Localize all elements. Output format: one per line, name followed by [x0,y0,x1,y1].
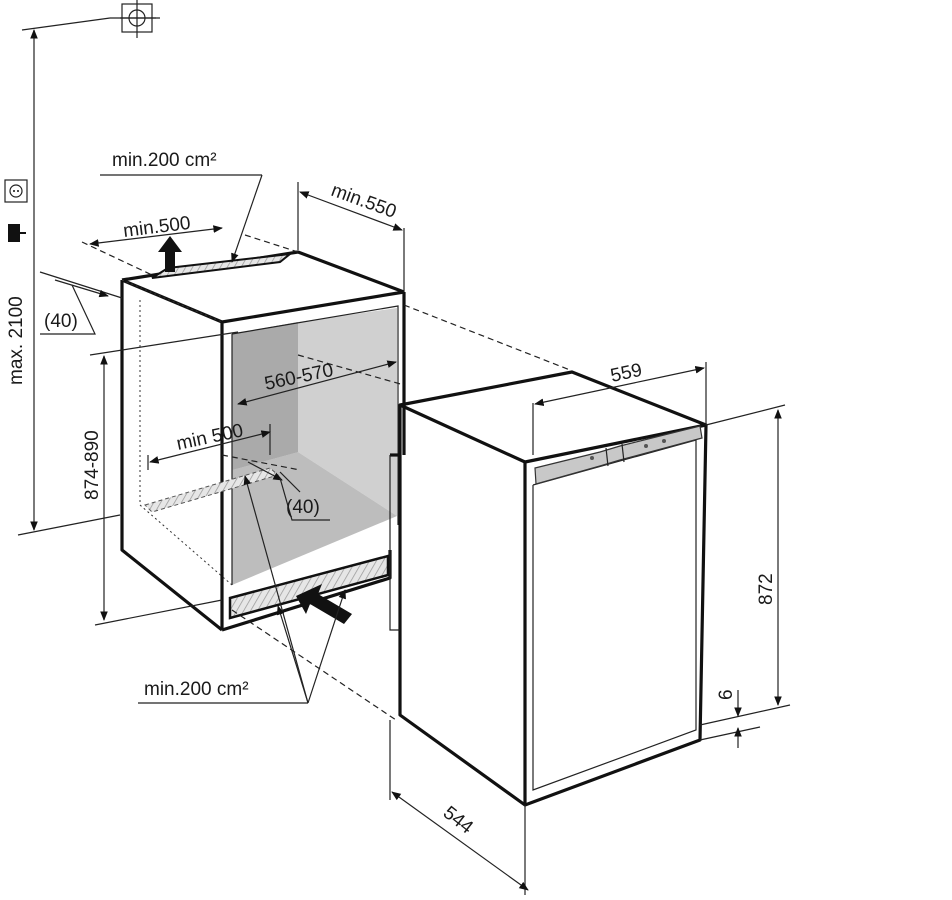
appliance-height-label: 872 [756,573,777,605]
appliance-width-label: 559 [609,360,644,387]
vent-bottom-leader [138,475,346,704]
bottom-vent-slot [228,554,390,620]
top-vent-slot [151,252,294,279]
niche-floor [232,452,397,585]
appliance-depth-dimension [389,720,529,895]
vent-bottom-label: min.200 cm² [144,679,249,700]
plinth-gap-dimension [699,690,761,748]
appliance-depth-label: 544 [439,802,477,838]
appliance-width-dimension [532,362,707,455]
depth-top-dimension [297,182,405,292]
niche-left-wall [232,322,298,470]
offset-bottom-dimension [247,461,330,521]
offset-top-label: (40) [44,311,78,332]
vent-top-label: min.200 cm² [112,150,217,171]
width-bottom-dimension [147,424,271,470]
offset-top-dimension [39,271,123,335]
plinth-gap-label: 6 [716,689,737,700]
niche-height-dimension [89,331,239,626]
max-height-label: max. 2100 [6,296,27,385]
plug-icon [8,224,26,242]
vent-top-leader [100,174,263,263]
niche-height-label: 874-890 [82,430,103,500]
depth-top-label: min.550 [328,180,399,223]
air-in-arrow-icon [296,584,352,624]
niche-width-dimension [237,360,397,406]
width-top-dimension [89,225,223,247]
niche-back-wall [298,308,397,516]
control-panel [534,425,703,485]
offset-bottom-label: (40) [286,497,320,518]
socket-icon [4,179,28,203]
width-top-label: min.500 [122,213,192,242]
max-height-dimension [17,17,121,536]
water-connection-crosshair-icon [110,0,160,38]
appliance-height-dimension [699,404,791,726]
